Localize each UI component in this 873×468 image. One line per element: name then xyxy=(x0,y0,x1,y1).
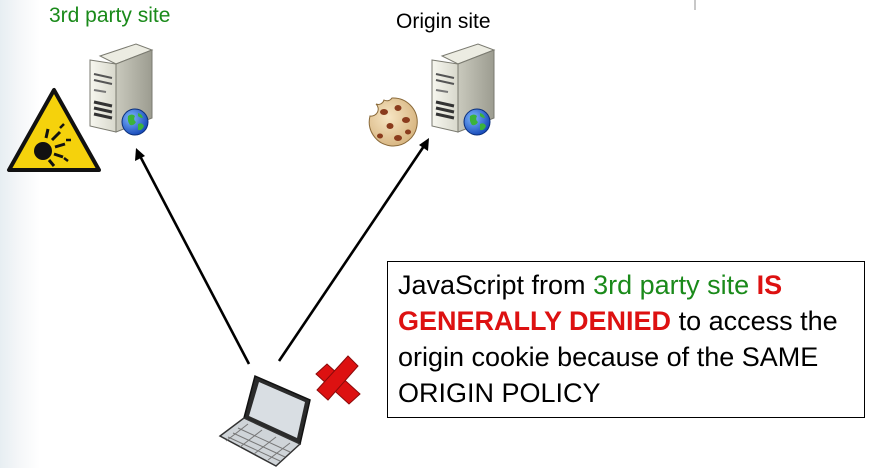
callout-third-party-highlight: 3rd party site xyxy=(593,270,750,300)
arrow-to-origin xyxy=(277,138,429,362)
laptop-icon xyxy=(218,374,311,467)
origin-site-label: Origin site xyxy=(396,10,491,33)
third-party-server-icon xyxy=(88,42,154,136)
cookie-icon xyxy=(368,97,418,147)
arrow-to-third-party xyxy=(135,148,251,365)
third-party-site-label: 3rd party site xyxy=(49,4,171,27)
background-fade xyxy=(0,0,40,468)
globe-icon xyxy=(463,108,491,136)
callout-space xyxy=(749,270,757,300)
deny-cross-icon xyxy=(315,355,361,405)
globe-icon xyxy=(121,108,149,136)
callout-text-2: to access the origin cookie because of t… xyxy=(398,306,838,408)
explanation-callout: JavaScript from 3rd party site IS GENERA… xyxy=(387,261,865,418)
warning-explosion-icon xyxy=(7,88,101,172)
callout-denied-highlight: IS GENERALLY DENIED xyxy=(398,270,783,336)
decorative-mark xyxy=(694,0,696,10)
origin-server-icon xyxy=(430,42,496,136)
callout-text-1: JavaScript from xyxy=(398,270,594,300)
